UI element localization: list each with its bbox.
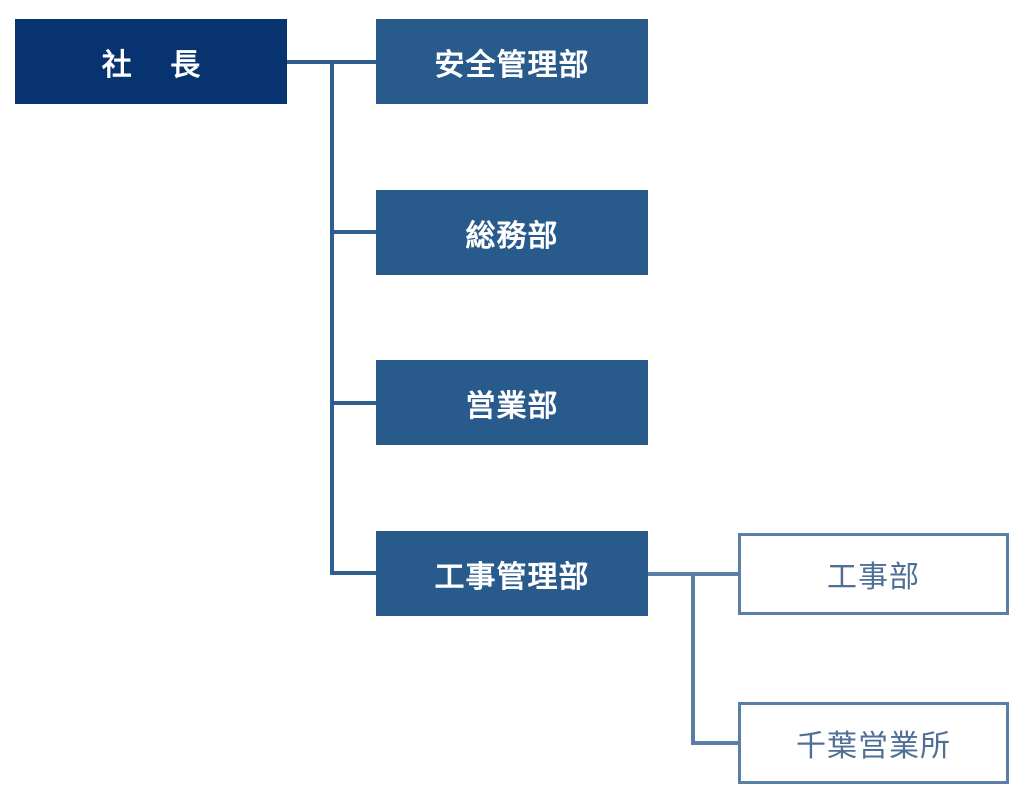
sub-label-construction: 工事部 [827,560,920,595]
sub-connector-lines [648,572,740,745]
main-connector-lines [287,60,377,575]
dept-label-sales: 営業部 [465,388,559,424]
sub-box-construction: 工事部 [738,533,1009,615]
dept-box-sales: 営業部 [376,360,648,445]
dept-label-general-affairs: 総務部 [465,218,559,254]
dept-box-safety-management: 安全管理部 [376,19,648,104]
sub-label-chiba-office: 千葉営業所 [796,729,951,764]
dept-label-safety-management: 安全管理部 [434,47,590,83]
dept-box-general-affairs: 総務部 [376,190,648,275]
president-box: 社 長 [15,19,287,104]
dept-box-construction-management: 工事管理部 [376,531,648,616]
sub-box-chiba-office: 千葉営業所 [738,702,1009,784]
president-label: 社 長 [101,47,215,83]
dept-label-construction-management: 工事管理部 [434,559,590,595]
